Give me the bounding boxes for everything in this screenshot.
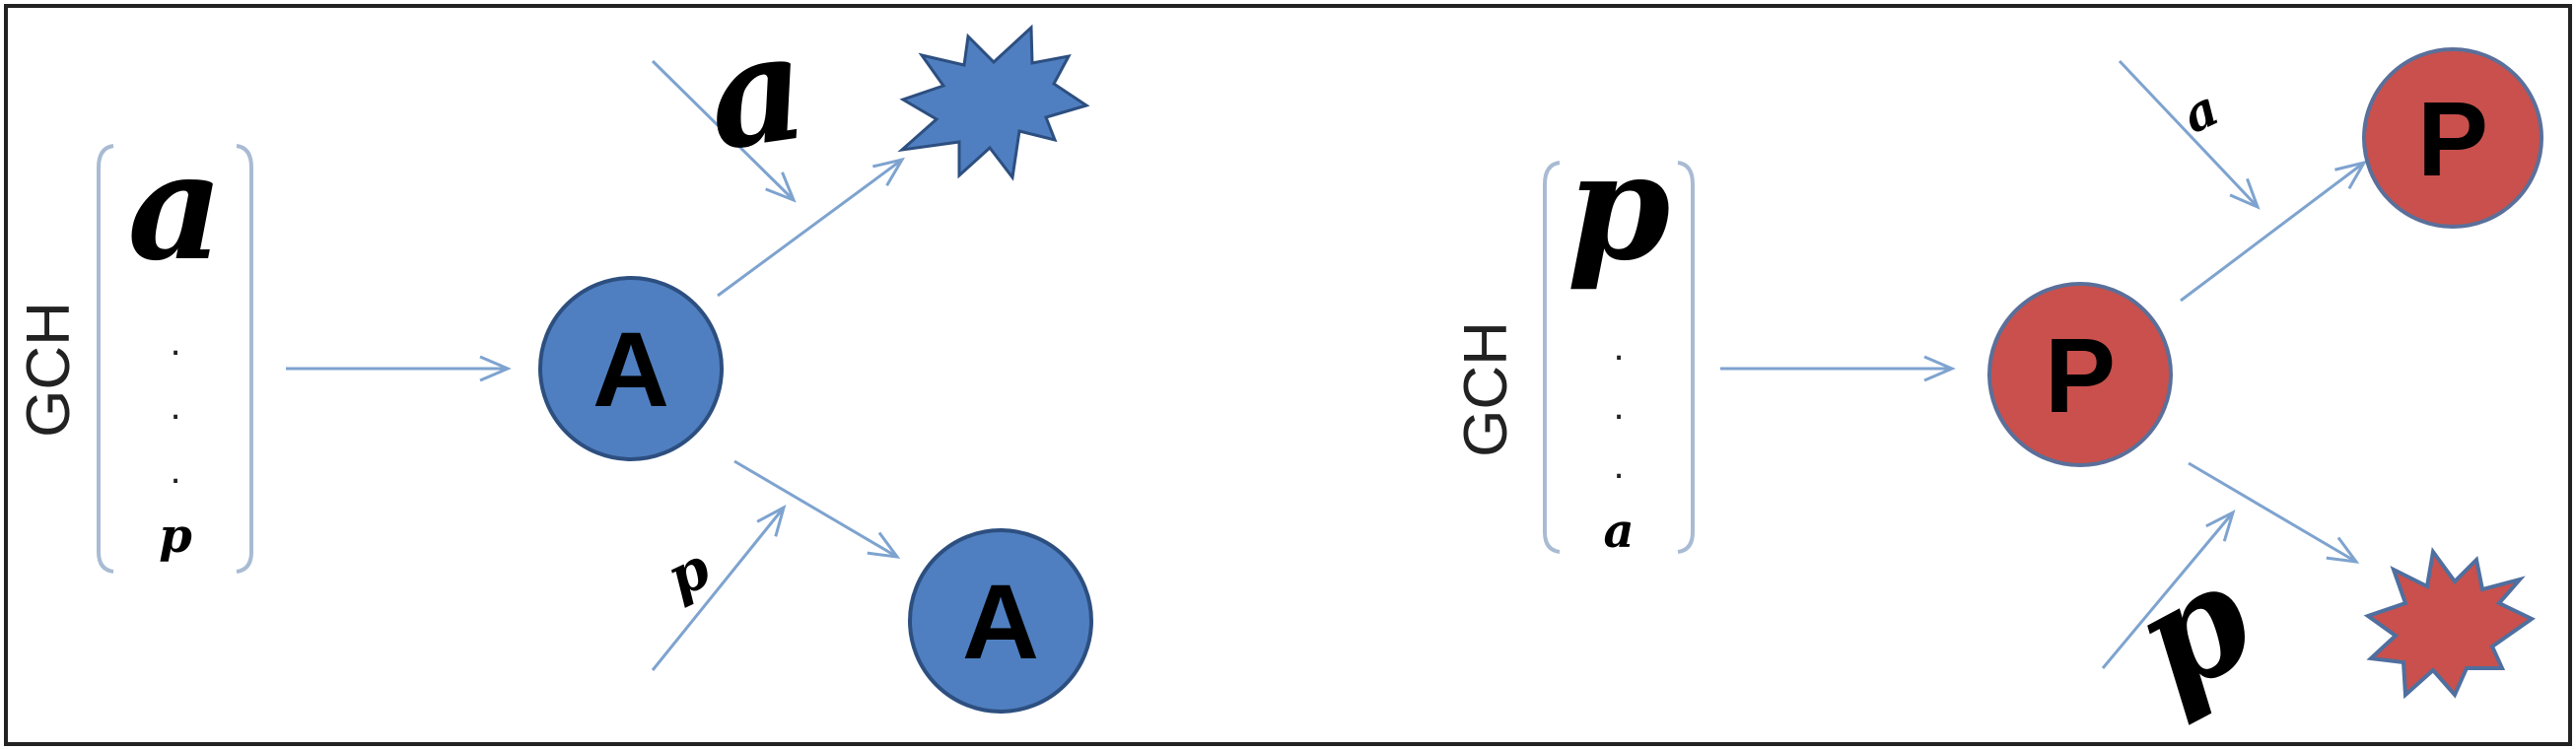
right-upper-result-label: P (2417, 79, 2488, 198)
left-upper-branch-arrow (717, 157, 906, 298)
right-upper-branch-arrow (2180, 160, 2368, 303)
left-starburst-icon (897, 24, 1090, 181)
right-starburst-icon (2363, 547, 2536, 700)
right-vector-dot-2: . (1613, 384, 1624, 428)
right-upper-result-node (2362, 47, 2543, 229)
right-lower-branch-arrow (2188, 461, 2360, 564)
right-vector-top: p (1567, 120, 1671, 294)
left-center-node-label: A (592, 309, 669, 429)
right-panel: GCH p . . . a P a p P (1452, 47, 2543, 731)
right-vector-bottom: a (1603, 504, 1634, 559)
left-upper-signal-arrow (651, 59, 797, 203)
left-panel: GCH a . . . p A a p A (15, 0, 1093, 714)
left-vector-dot-1: . (170, 320, 180, 364)
right-open-bracket (1543, 161, 1561, 554)
right-lower-signal-arrow (2101, 510, 2236, 669)
right-center-node (1987, 282, 2173, 467)
right-upper-signal-arrow (2118, 59, 2261, 210)
left-lower-result-label: A (962, 562, 1039, 681)
right-center-node-label: P (2045, 315, 2116, 435)
left-vector-dot-3: . (170, 448, 180, 492)
right-gch-label: GCH (1452, 321, 1520, 457)
left-gch-label: GCH (15, 302, 83, 438)
left-vector-top: a (127, 120, 223, 294)
left-open-bracket (97, 144, 114, 574)
left-close-bracket (236, 144, 253, 574)
right-vector-dot-3: . (1613, 443, 1624, 487)
right-vector-dot-1: . (1613, 325, 1624, 369)
right-close-bracket (1677, 161, 1695, 554)
left-vector-dot-2: . (170, 384, 180, 428)
left-upper-signal-label: a (697, 0, 816, 184)
left-lower-result-node (908, 528, 1093, 714)
left-vector-bottom: p (159, 509, 192, 564)
left-lower-branch-arrow (733, 459, 901, 559)
left-center-node (538, 276, 724, 461)
left-lower-signal-arrow (651, 505, 787, 671)
